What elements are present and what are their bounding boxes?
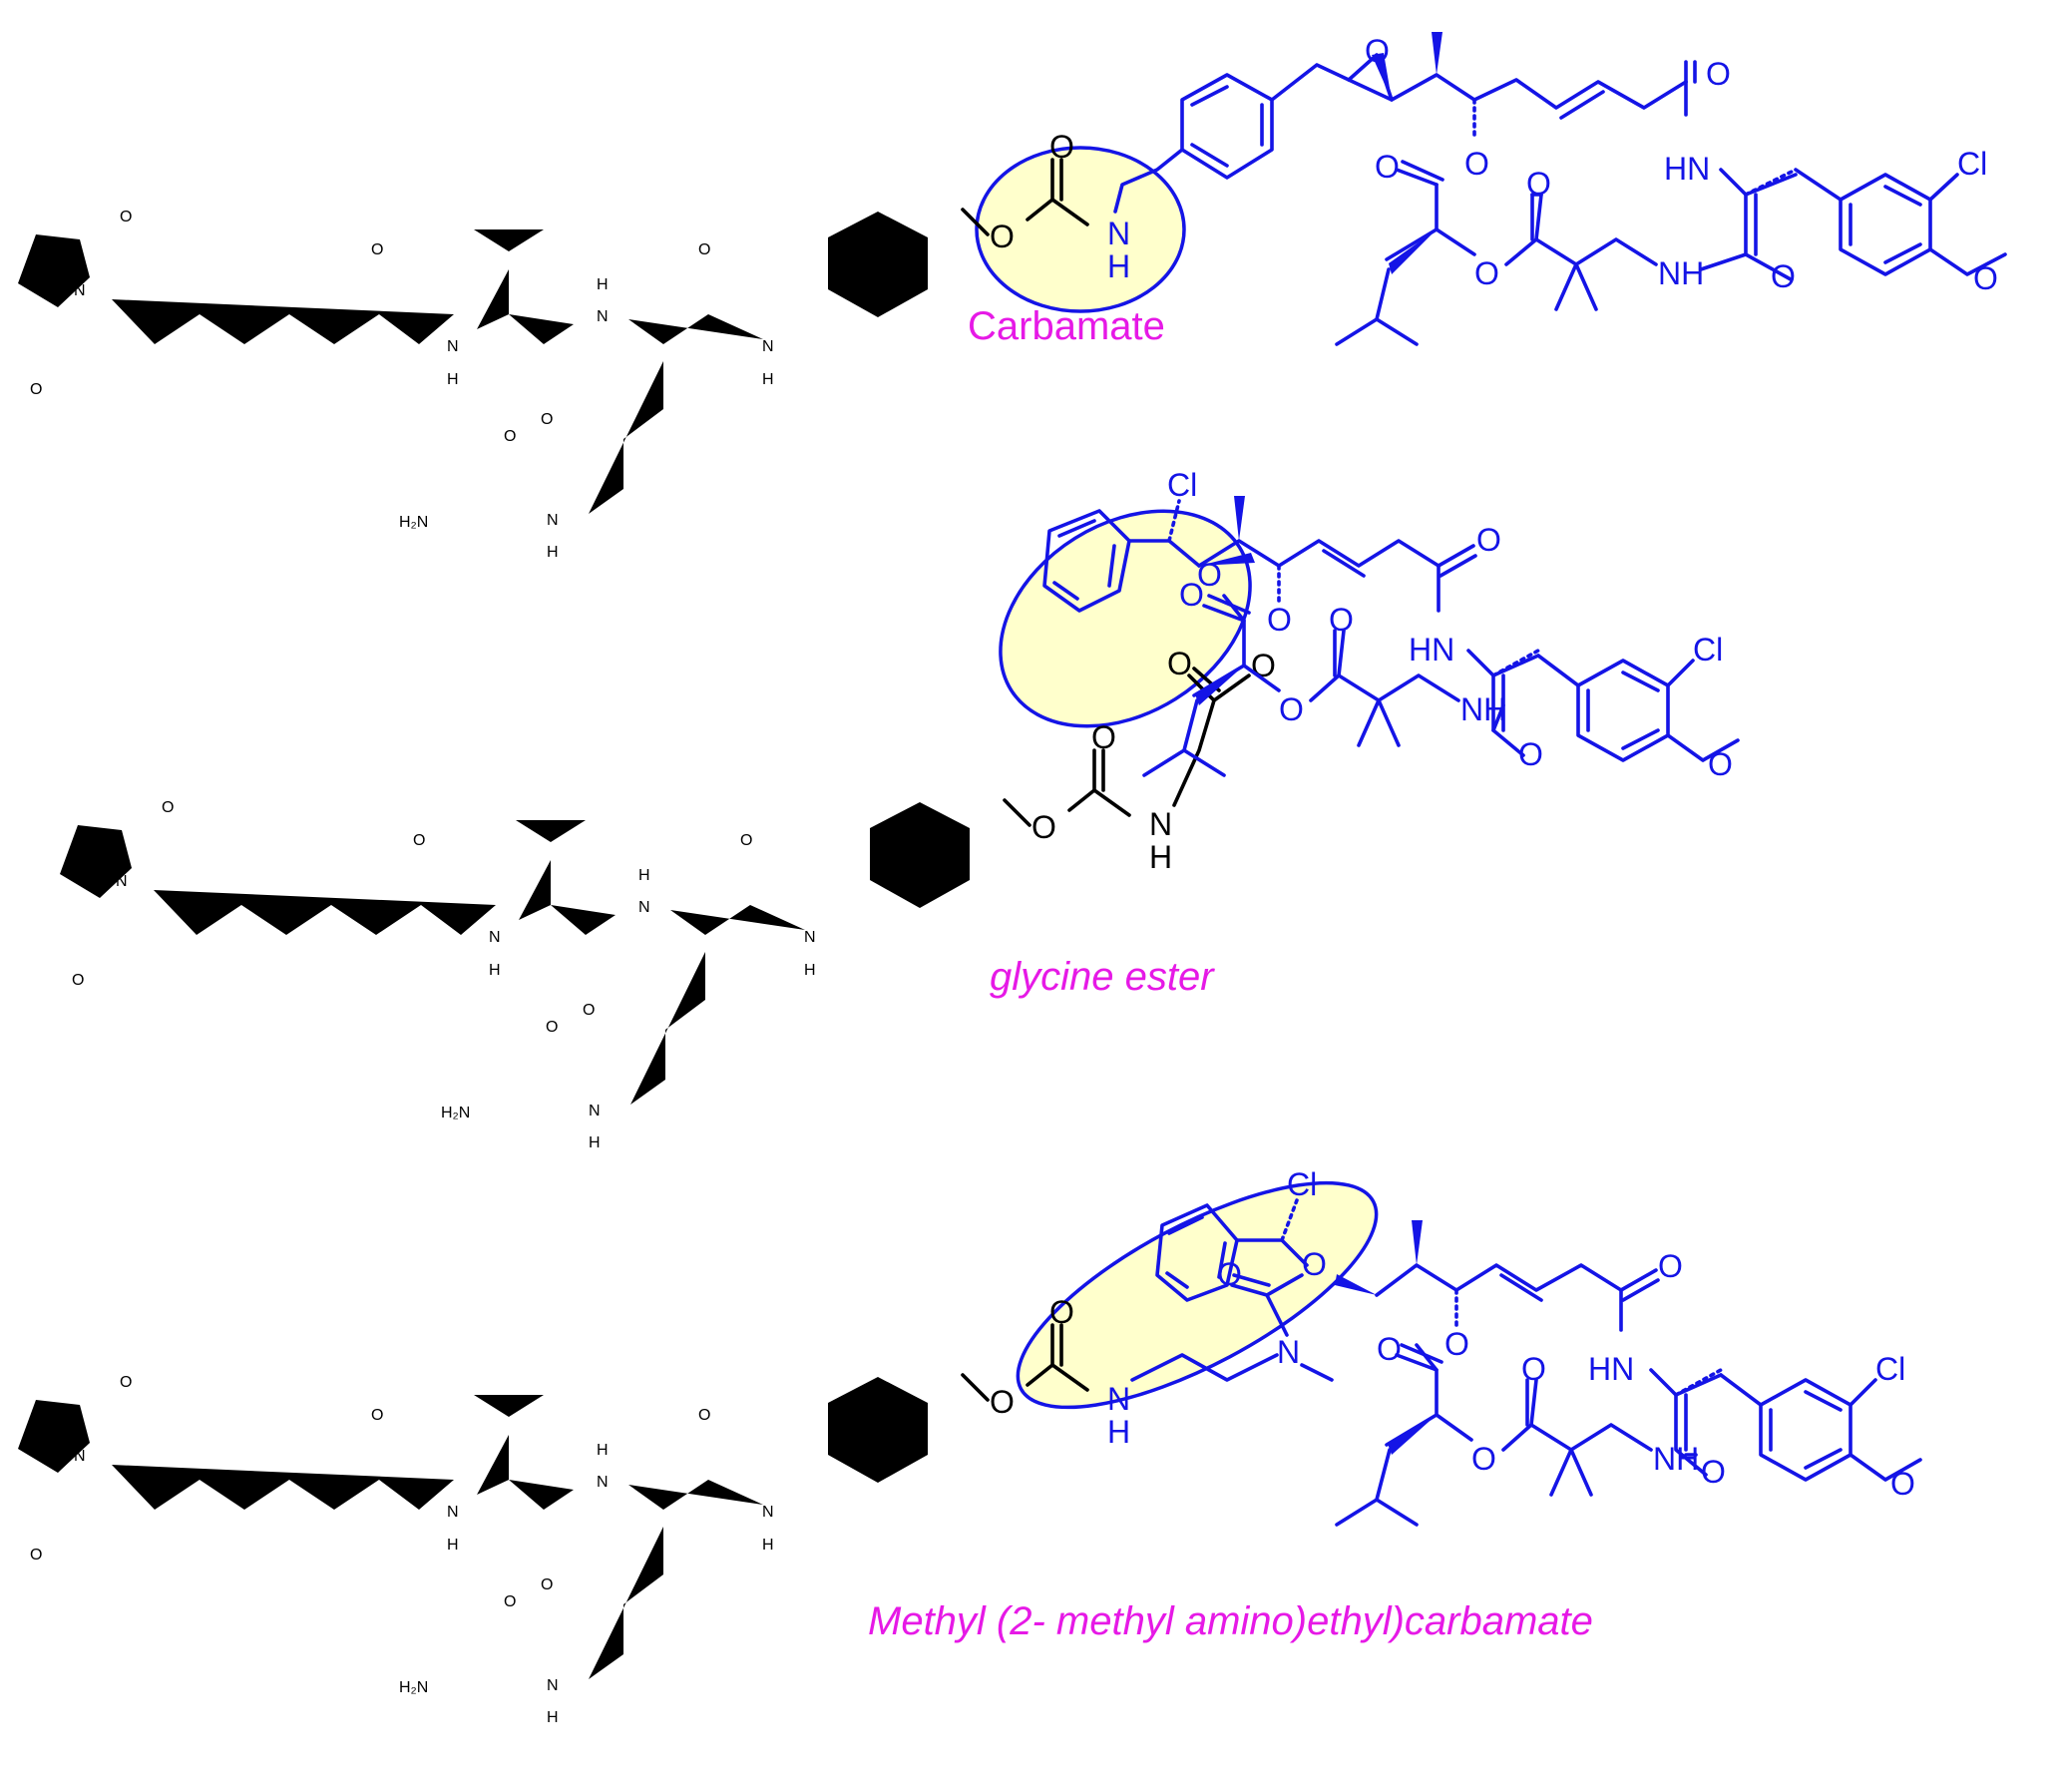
caption-methyl-aminoethyl-carbamate: Methyl (2- methyl amino)ethyl)carbamate <box>868 1599 1593 1643</box>
svg-text:NH: NH <box>1460 691 1506 727</box>
svg-text:O: O <box>1329 602 1354 638</box>
svg-text:O: O <box>1890 1466 1915 1502</box>
svg-text:O: O <box>1973 260 1998 296</box>
svg-text:O: O <box>1771 258 1796 294</box>
svg-text:H: H <box>1107 248 1130 284</box>
structure-2-glycine-ester: O O N H O O Cl O O HN O <box>60 467 1740 1151</box>
svg-text:O: O <box>1179 577 1204 613</box>
svg-text:O: O <box>1701 1454 1726 1490</box>
svg-text:H: H <box>1149 839 1172 875</box>
svg-text:O: O <box>1375 149 1400 185</box>
svg-text:O: O <box>1031 809 1056 845</box>
svg-text:O: O <box>1049 1294 1074 1330</box>
svg-text:O: O <box>1444 1326 1469 1362</box>
linker-3: O O <box>18 1294 1089 1726</box>
linker-1: O O <box>18 129 1089 561</box>
payload-3: N H N O O Cl O O HN O <box>1107 1166 1922 1527</box>
svg-text:O: O <box>1658 1248 1683 1284</box>
svg-text:H: H <box>1107 1414 1130 1450</box>
svg-text:HN: HN <box>1664 151 1710 187</box>
payload-1: N H O O O HN O Cl O <box>1107 32 2007 346</box>
svg-text:NH: NH <box>1658 255 1704 291</box>
svg-text:O: O <box>1526 166 1551 202</box>
svg-text:O: O <box>1476 522 1501 558</box>
svg-text:O: O <box>1521 1351 1546 1387</box>
svg-text:N: N <box>1277 1334 1300 1370</box>
highlight-ellipse-1 <box>975 146 1186 313</box>
svg-text:O: O <box>1464 146 1489 182</box>
svg-text:Cl: Cl <box>1693 632 1723 668</box>
svg-text:O: O <box>1267 602 1292 638</box>
svg-text:NH: NH <box>1653 1441 1699 1477</box>
svg-text:O: O <box>990 219 1015 254</box>
svg-text:O: O <box>1706 56 1731 92</box>
caption-glycine-ester: glycine ester <box>990 955 1215 999</box>
svg-text:Cl: Cl <box>1167 467 1197 503</box>
svg-text:O: O <box>1365 33 1390 69</box>
svg-text:O: O <box>990 1384 1015 1420</box>
svg-text:O: O <box>1377 1331 1402 1367</box>
svg-text:N: N <box>1107 216 1130 251</box>
svg-text:Cl: Cl <box>1875 1351 1905 1387</box>
svg-text:HN: HN <box>1409 632 1454 668</box>
highlight-ellipse-2 <box>999 509 1252 728</box>
svg-text:O: O <box>1167 646 1192 681</box>
svg-text:HN: HN <box>1588 1351 1634 1387</box>
payload-2: Cl O O HN O Cl O O O O <box>1042 467 1740 782</box>
svg-text:O: O <box>1708 746 1733 782</box>
svg-text:O: O <box>1518 736 1543 772</box>
svg-text:N: N <box>1107 1381 1130 1417</box>
svg-text:Cl: Cl <box>1287 1166 1317 1202</box>
svg-text:Cl: Cl <box>1957 146 1987 182</box>
svg-text:N: N <box>1149 806 1172 842</box>
svg-text:O: O <box>1279 691 1304 727</box>
svg-text:O: O <box>1091 719 1116 755</box>
svg-text:O: O <box>1197 557 1222 593</box>
linker-2: O O N H O O <box>60 646 1276 1151</box>
caption-carbamate: Carbamate <box>968 304 1165 348</box>
structure-3-diamine-carbamate: O O N H N O O Cl O O HN <box>18 1166 1922 1726</box>
svg-text:O: O <box>1471 1441 1496 1477</box>
svg-text:O: O <box>1474 255 1499 291</box>
structure-1-carbamate: O O N H O O O HN O <box>18 32 2007 561</box>
svg-text:O: O <box>1049 129 1074 165</box>
